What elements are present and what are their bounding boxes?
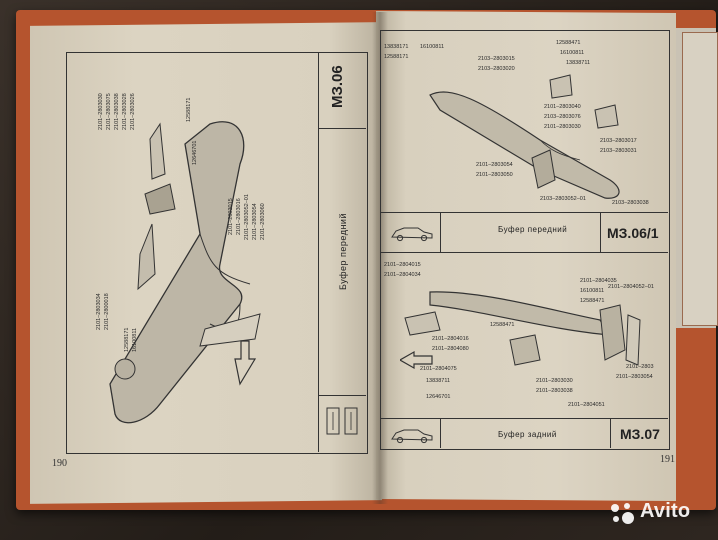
part-label: 2101–2804080	[432, 346, 469, 352]
avito-logo-icon	[611, 503, 634, 524]
part-label: 2103–2803052–01	[540, 196, 586, 202]
right-upper-section-title: Буфер передний	[498, 225, 568, 234]
part-label: 2101–2804015	[384, 262, 421, 268]
part-label: 12588471	[556, 40, 581, 46]
part-label: 2101–2803026	[130, 93, 136, 130]
left-page-frame	[66, 52, 368, 454]
left-section-code: МЗ.06	[329, 65, 346, 108]
front-bumper-drawing-2	[429, 74, 620, 199]
front-bumper-drawing	[109, 121, 261, 424]
right-page-number: 191	[660, 454, 675, 465]
part-label: 2101–2800018	[104, 293, 110, 330]
part-label: 2101–2804075	[420, 366, 457, 372]
left-code-divider	[318, 128, 366, 130]
part-label: 2101–2803038	[536, 388, 573, 394]
part-label: 12588171	[186, 97, 192, 122]
left-car-divider	[318, 395, 366, 397]
right-lower-caption-top	[380, 418, 668, 420]
right-lower-car-divider	[440, 418, 442, 448]
part-label: 12588471	[580, 298, 605, 304]
part-label: 2103–2803015	[478, 56, 515, 62]
right-page-frame	[380, 30, 670, 450]
right-upper-caption-top	[380, 212, 668, 214]
car-side-icon	[391, 227, 433, 242]
part-label: 13838171	[384, 44, 409, 50]
left-title-divider	[318, 52, 320, 452]
part-label: 2101–2803054	[476, 162, 513, 168]
part-label: 2101–2803030	[536, 378, 573, 384]
left-section-title: Буфер передний	[338, 213, 348, 290]
part-label: 13838711	[426, 378, 451, 384]
part-label: 2103–2803020	[478, 66, 515, 72]
part-label: 2101–2804034	[384, 272, 421, 278]
part-label: 12646701	[426, 394, 451, 400]
part-label: 2101–2804052–01	[608, 284, 654, 290]
part-label: 2101–2803030	[544, 124, 581, 130]
part-label: 12588171	[384, 54, 409, 60]
part-label: 2101–2803040	[544, 104, 581, 110]
part-label: 2101–2804035	[580, 278, 617, 284]
right-upper-code-divider	[600, 212, 602, 252]
part-label: 2101–2803060	[260, 203, 266, 240]
right-upper-car-divider	[440, 212, 442, 252]
part-label: 2101–2803050	[476, 172, 513, 178]
rear-bumper-drawing	[400, 291, 641, 370]
part-label: 2101–2803030	[98, 93, 104, 130]
right-lower-section-title: Буфер задний	[498, 430, 557, 439]
part-label: 12588471	[490, 322, 515, 328]
part-label: 2101–2803015	[228, 198, 234, 235]
part-label: 2101–2803038	[114, 93, 120, 130]
part-label: 13838711	[566, 60, 591, 66]
part-label: 2101–2803016	[236, 198, 242, 235]
part-label: 2101–2803	[626, 364, 654, 370]
car-front-icon	[326, 407, 358, 435]
part-label: 12588171	[124, 327, 130, 352]
part-label: 2101–2804016	[432, 336, 469, 342]
part-label: 16100811	[420, 44, 445, 50]
part-label: 2101–2803054	[252, 203, 258, 240]
part-label: 2101–2803052–01	[244, 194, 250, 240]
car-side-icon	[391, 429, 433, 444]
part-label: 16100811	[580, 288, 605, 294]
cover-edge-inner	[682, 32, 718, 326]
right-lower-code-divider	[610, 418, 612, 448]
part-label: 2101–2803054	[616, 374, 653, 380]
watermark-text: Avito	[640, 500, 691, 522]
part-label: 2103–2803017	[600, 138, 637, 144]
part-label: 12646701	[192, 140, 198, 165]
part-label: 16100811	[560, 50, 585, 56]
part-label: 16100811	[132, 327, 138, 352]
part-label: 2103–2803076	[544, 114, 581, 120]
part-label: 2101–2803075	[106, 93, 112, 130]
part-label: 2103–2803038	[612, 200, 649, 206]
left-page-number: 190	[52, 458, 67, 469]
right-upper-caption-bottom	[380, 252, 668, 254]
right-lower-section-code: МЗ.07	[620, 426, 660, 442]
part-label: 2101–2803028	[122, 93, 128, 130]
part-label: 2103–2803031	[600, 148, 637, 154]
part-label: 2101–2804051	[568, 402, 605, 408]
part-label: 2101–2803034	[96, 293, 102, 330]
right-upper-section-code: МЗ.06/1	[607, 225, 659, 241]
